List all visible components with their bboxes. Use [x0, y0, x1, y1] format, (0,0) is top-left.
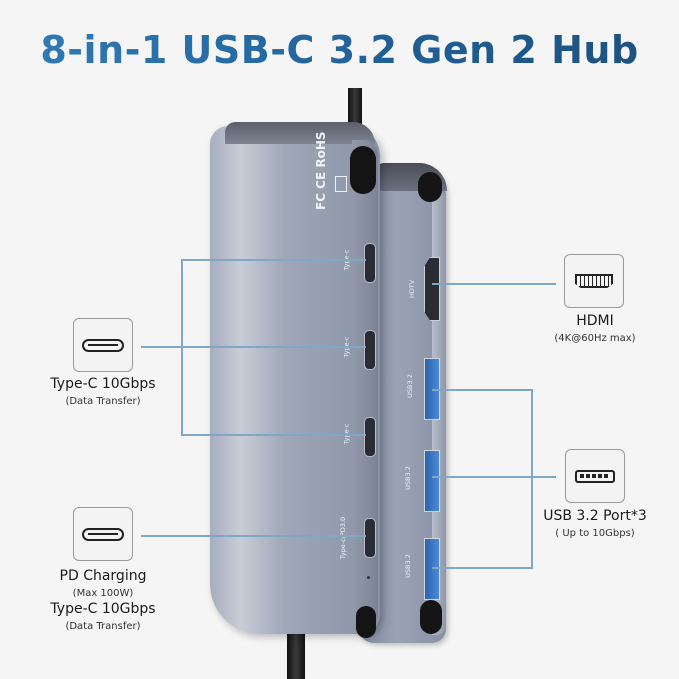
port-label-usb-1: USB3.2 [405, 374, 414, 398]
usb-c-port-pd [364, 518, 376, 558]
hdmi-port [424, 257, 440, 321]
hub-back-bottom-hole [420, 600, 442, 634]
hub-back-top-hole [418, 172, 442, 202]
hdmi-sublabel: (4K@60Hz max) [554, 333, 636, 344]
type-c-label: Type-C 10Gbps [50, 376, 156, 392]
bottom-cable [287, 620, 305, 679]
usb-sublabel: ( Up to 10Gbps) [555, 528, 635, 539]
certification-marks: FC CE RoHS [314, 131, 328, 210]
callout-line-hdmi [432, 283, 556, 285]
callout-line-left-top [181, 259, 366, 261]
pd-data-transfer: (Data Transfer) [65, 621, 141, 632]
port-label-typec-pd: Type-c/PD3.0 [339, 516, 348, 560]
callout-line-usb-top [432, 389, 533, 391]
port-label-usb-3: USB3.2 [403, 554, 412, 578]
port-label-usb-2: USB3.2 [403, 466, 412, 490]
pd-max-power: (Max 100W) [72, 588, 134, 599]
indicator-led [367, 576, 370, 579]
callout-line-left-middle [141, 346, 366, 348]
hub-front-body [210, 126, 380, 634]
callout-line-usb-bottom [432, 567, 533, 569]
usb-a-port-3 [424, 538, 440, 600]
usb-c-port-icon [82, 338, 124, 352]
usb-c-port-1 [364, 243, 376, 283]
hdmi-port-icon [575, 274, 613, 288]
usb-c-port-2 [364, 330, 376, 370]
hub-front-top-hole [350, 146, 376, 194]
usb-label: USB 3.2 Port*3 [543, 508, 647, 524]
callout-line-left-pd [141, 535, 366, 537]
hub-front-bottom-hole [356, 606, 376, 638]
port-label-hdtv: HDTV [408, 279, 417, 299]
callout-line-usb-vertical [531, 389, 533, 569]
usb-a-port-2 [424, 450, 440, 512]
cert-text: FC CE RoHS [314, 131, 328, 210]
page-title: 8-in-1 USB-C 3.2 Gen 2 Hub [40, 28, 639, 72]
hdmi-icon-box [564, 254, 624, 308]
pd-type-c-label: Type-C 10Gbps [50, 601, 156, 617]
usb-c-port-3 [364, 417, 376, 457]
hub-front-top-bevel [225, 122, 375, 144]
type-c-sublabel: (Data Transfer) [65, 396, 141, 407]
callout-line-left-bottom [181, 434, 366, 436]
usb-a-port-icon [575, 469, 615, 483]
hdmi-label: HDMI [576, 313, 614, 329]
pd-charging-label: PD Charging [59, 568, 147, 584]
usb-c-port-icon [82, 527, 124, 541]
type-c-icon-box [73, 318, 133, 372]
weee-bin-icon [335, 176, 347, 192]
usb-icon-box [565, 449, 625, 503]
pd-icon-box [73, 507, 133, 561]
callout-line-usb-middle [432, 476, 556, 478]
